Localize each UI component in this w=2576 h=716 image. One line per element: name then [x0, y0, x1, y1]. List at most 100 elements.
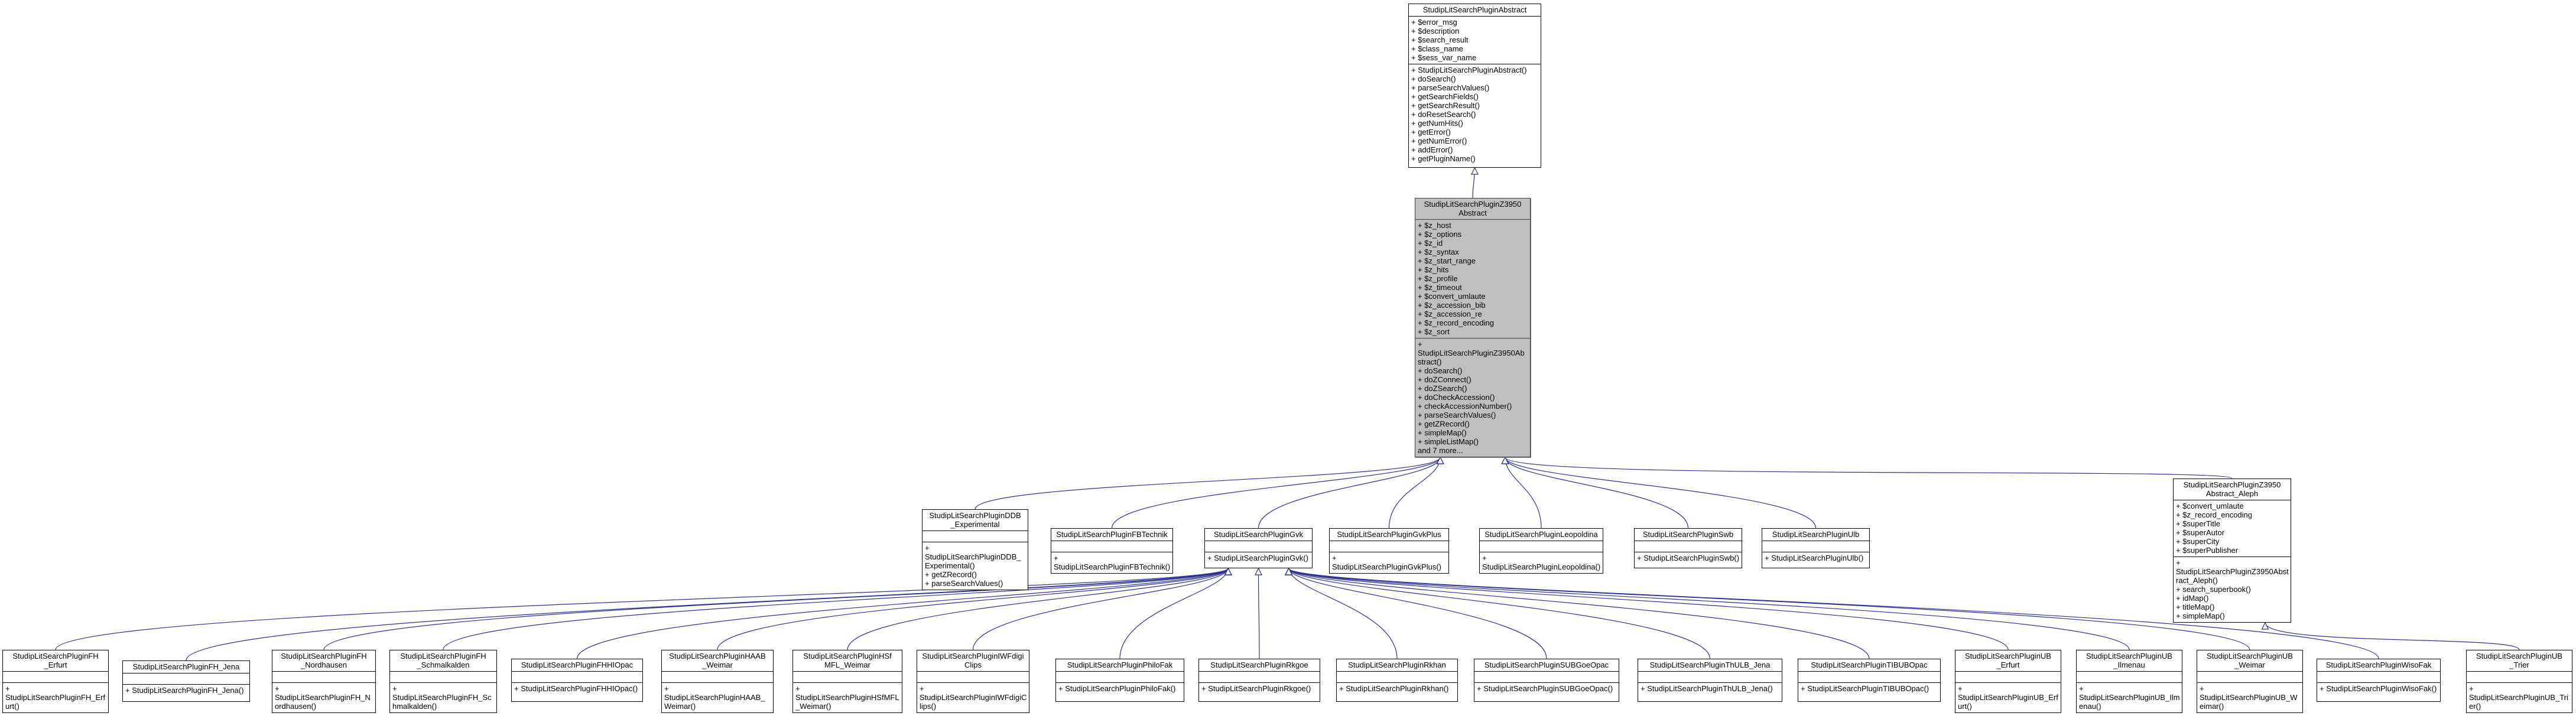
- uml-attributes-thulb-jena: [1638, 672, 1782, 683]
- uml-operation: + getNumHits(): [1411, 119, 1463, 128]
- uml-attributes-leopoldina: [1480, 541, 1603, 552]
- uml-attribute: + $convert_umlaute: [2176, 502, 2244, 510]
- uml-class-fh-nordhausen[interactable]: StudipLitSearchPluginFH _Nordhausen+ Stu…: [272, 650, 376, 713]
- uml-class-wisofak[interactable]: StudipLitSearchPluginWisoFak + StudipLitS…: [2317, 659, 2441, 702]
- uml-class-haab-weimar[interactable]: StudipLitSearchPluginHAAB _Weimar+ Studi…: [661, 650, 774, 713]
- uml-operation: + StudipLitSearchPluginUB_Trier(): [2469, 684, 2568, 711]
- uml-class-fbtechnik[interactable]: StudipLitSearchPluginFBTechnik+ StudipLi…: [1051, 528, 1173, 574]
- uml-class-leopoldina[interactable]: StudipLitSearchPluginLeopoldina+ StudipL…: [1479, 528, 1603, 574]
- uml-class-abstract-root[interactable]: StudipLitSearchPluginAbstract+ $error_ms…: [1408, 4, 1541, 168]
- uml-class-thulb-jena[interactable]: StudipLitSearchPluginThULB_Jena + StudipL…: [1638, 659, 1782, 702]
- uml-operation: + StudipLitSearchPluginZ3950Abstract_Ale…: [2176, 558, 2289, 585]
- uml-operations-rkhan: + StudipLitSearchPluginRkhan(): [1337, 683, 1457, 695]
- generalization-arrowhead: [1224, 567, 1232, 575]
- uml-attribute: + $error_msg: [1411, 18, 1457, 27]
- uml-attributes-ub-trier: [2467, 672, 2572, 683]
- uml-operation: + titleMap(): [2176, 603, 2215, 611]
- uml-operation: + StudipLitSearchPluginGvk(): [1207, 554, 1308, 562]
- uml-operation: + StudipLitSearchPluginThULB_Jena(): [1641, 684, 1773, 693]
- uml-attributes-fhhiopac: [512, 672, 642, 683]
- uml-class-ub-trier[interactable]: StudipLitSearchPluginUB _Trier+ StudipLi…: [2466, 650, 2572, 713]
- uml-class-name-leopoldina: StudipLitSearchPluginLeopoldina: [1480, 529, 1603, 541]
- uml-class-ddb-experimental[interactable]: StudipLitSearchPluginDDB _Experimental+ …: [922, 509, 1028, 590]
- inheritance-edge: [847, 568, 1229, 650]
- uml-operation: + StudipLitSearchPluginSUBGoeOpac(): [1477, 684, 1613, 693]
- uml-operation: + StudipLitSearchPluginFH_Erfurt(): [5, 684, 106, 711]
- uml-operation: + StudipLitSearchPluginAbstract(): [1411, 66, 1527, 74]
- uml-attributes-hsfmfl-weimar: [793, 672, 902, 683]
- uml-class-z3950-abstract[interactable]: StudipLitSearchPluginZ3950 Abstract+ $z_…: [1415, 198, 1531, 457]
- uml-class-name-rkgoe: StudipLitSearchPluginRkgoe: [1199, 659, 1320, 672]
- uml-attribute: + $class_name: [1411, 44, 1463, 53]
- uml-attributes-rkhan: [1337, 672, 1457, 683]
- uml-class-fhhiopac[interactable]: StudipLitSearchPluginFHHIOpac+ StudipLit…: [511, 659, 643, 702]
- uml-class-rkgoe[interactable]: StudipLitSearchPluginRkgoe + StudipLitSea…: [1198, 659, 1320, 702]
- inheritance-edge: [1111, 457, 1441, 529]
- uml-operation: + StudipLitSearchPluginTIBUBOpac(): [1801, 684, 1929, 693]
- uml-class-gvkplus[interactable]: StudipLitSearchPluginGvkPlus+ StudipLitS…: [1329, 528, 1449, 574]
- uml-class-z3950-aleph[interactable]: StudipLitSearchPluginZ3950 Abstract_Alep…: [2173, 479, 2291, 623]
- uml-class-ulb[interactable]: StudipLitSearchPluginUlb+ StudipLitSearc…: [1762, 528, 1870, 568]
- uml-attributes-ub-ilmenau: [2077, 672, 2182, 683]
- uml-operations-fh-nordhausen: + StudipLitSearchPluginFH_Nordhausen(): [272, 683, 375, 712]
- uml-class-tibubopac[interactable]: StudipLitSearchPluginTIBUBOpac+ StudipLi…: [1798, 659, 1941, 702]
- uml-class-name-thulb-jena: StudipLitSearchPluginThULB_Jena: [1638, 659, 1782, 672]
- uml-class-ub-ilmenau[interactable]: StudipLitSearchPluginUB _Ilmenau+ Studip…: [2076, 650, 2182, 713]
- uml-class-ub-erfurt[interactable]: StudipLitSearchPluginUB _Erfurt+ StudipL…: [1955, 650, 2061, 713]
- inheritance-edge: [576, 568, 1229, 659]
- uml-attribute: + $z_record_encoding: [1418, 318, 1495, 327]
- uml-operations-ub-weimar: + StudipLitSearchPluginUB_Weimar(): [2197, 683, 2302, 712]
- uml-operation: + getError(): [1411, 128, 1451, 136]
- generalization-arrowhead: [1255, 567, 1262, 575]
- uml-class-ub-weimar[interactable]: StudipLitSearchPluginUB _Weimar+ StudipL…: [2197, 650, 2303, 713]
- uml-operation: + getZRecord(): [925, 570, 977, 579]
- uml-operations-ub-ilmenau: + StudipLitSearchPluginUB_Ilmenau(): [2077, 683, 2182, 712]
- uml-class-iwfdigiclips[interactable]: StudipLitSearchPluginIWFdigi Clips+ Stud…: [917, 650, 1029, 713]
- uml-operation: + getNumError(): [1411, 136, 1467, 145]
- uml-attributes-gvk: [1205, 541, 1312, 552]
- inheritance-edge: [2265, 622, 2520, 650]
- generalization-arrowhead: [1436, 456, 1444, 464]
- uml-operation: + doSearch(): [1418, 366, 1463, 375]
- uml-class-gvk[interactable]: StudipLitSearchPluginGvk + StudipLitSearc…: [1204, 528, 1313, 568]
- uml-attribute: + $z_options: [1418, 230, 1462, 239]
- generalization-arrowhead: [1285, 567, 1293, 575]
- inheritance-edge: [1388, 457, 1441, 529]
- uml-class-rkhan[interactable]: StudipLitSearchPluginRkhan+ StudipLitSea…: [1336, 659, 1458, 702]
- uml-operation: + StudipLitSearchPluginWisoFak(): [2320, 684, 2437, 693]
- inheritance-edge: [1258, 457, 1441, 529]
- generalization-arrowhead: [1224, 567, 1232, 575]
- uml-operation: + StudipLitSearchPluginPhiloFak(): [1058, 684, 1176, 693]
- uml-class-philofak[interactable]: StudipLitSearchPluginPhiloFak+ StudipLit…: [1055, 659, 1184, 702]
- uml-class-name-ub-erfurt: StudipLitSearchPluginUB _Erfurt: [1955, 650, 2061, 672]
- inheritance-edge: [1505, 457, 1689, 529]
- uml-operation: + StudipLitSearchPluginHAAB_Weimar(): [664, 684, 765, 711]
- generalization-arrowhead: [1436, 456, 1444, 464]
- uml-class-name-gvk: StudipLitSearchPluginGvk: [1205, 529, 1312, 541]
- uml-class-fh-erfurt[interactable]: StudipLitSearchPluginFH _Erfurt+ StudipL…: [2, 650, 109, 713]
- uml-class-name-abstract-root: StudipLitSearchPluginAbstract: [1409, 4, 1541, 17]
- uml-class-fh-jena[interactable]: StudipLitSearchPluginFH_Jena+ StudipLitS…: [122, 660, 250, 702]
- generalization-arrowhead: [2261, 621, 2269, 630]
- uml-class-swb[interactable]: StudipLitSearchPluginSwb+ StudipLitSearc…: [1634, 528, 1742, 568]
- uml-operation: + StudipLitSearchPluginGvkPlus(): [1332, 554, 1441, 571]
- inheritance-edge: [55, 568, 1229, 650]
- uml-class-fh-schmalkalden[interactable]: StudipLitSearchPluginFH _Schmalkalden+ S…: [389, 650, 497, 713]
- uml-operation: + StudipLitSearchPluginUB_Weimar(): [2200, 684, 2298, 711]
- uml-attributes-z3950-aleph: + $convert_umlaute+ $z_record_encoding+ …: [2174, 500, 2291, 557]
- uml-operation: + getPluginName(): [1411, 154, 1476, 163]
- uml-class-hsfmfl-weimar[interactable]: StudipLitSearchPluginHSf MFL_Weimar+ Stu…: [792, 650, 902, 713]
- uml-attributes-fh-erfurt: [3, 672, 108, 683]
- uml-operations-gvk: + StudipLitSearchPluginGvk(): [1205, 552, 1312, 564]
- uml-class-subgoeopac[interactable]: StudipLitSearchPluginSUBGoeOpac+ StudipL…: [1474, 659, 1619, 702]
- uml-class-name-hsfmfl-weimar: StudipLitSearchPluginHSf MFL_Weimar: [793, 650, 902, 672]
- uml-attributes-philofak: [1056, 672, 1184, 683]
- generalization-arrowhead: [1224, 567, 1232, 575]
- uml-class-name-fhhiopac: StudipLitSearchPluginFHHIOpac: [512, 659, 642, 672]
- uml-attributes-fbtechnik: [1051, 541, 1172, 552]
- uml-operation: + doResetSearch(): [1411, 110, 1476, 119]
- uml-attribute: + $z_syntax: [1418, 248, 1459, 256]
- uml-class-name-wisofak: StudipLitSearchPluginWisoFak: [2317, 659, 2440, 672]
- uml-attributes-haab-weimar: [662, 672, 773, 683]
- uml-operation: + StudipLitSearchPluginRkgoe(): [1201, 684, 1311, 693]
